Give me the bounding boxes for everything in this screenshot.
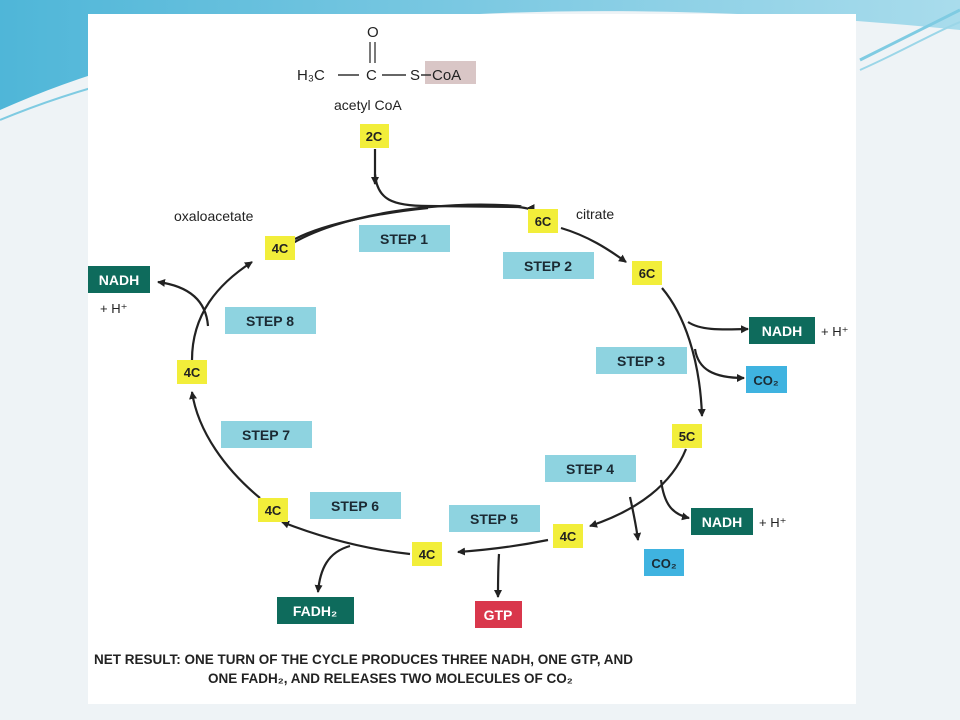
co2-box-step3: [746, 366, 787, 393]
step-8-label: STEP 8: [246, 313, 294, 329]
co2-label-step4: CO₂: [651, 556, 677, 571]
ketoglutarate-5c-label: 5C: [679, 429, 696, 444]
step-7-label: STEP 7: [242, 427, 290, 443]
isocitrate-6c-label: 6C: [639, 266, 656, 281]
ketoglutarate-5c-box: [672, 424, 702, 448]
swoosh-line: [859, 21, 960, 71]
sulfur-atom: S: [410, 67, 420, 84]
malate-4c-box: [177, 360, 207, 384]
succinyl-4c-box: [553, 524, 583, 548]
net-result-line-1: NET RESULT: ONE TURN OF THE CYCLE PRODUC…: [94, 652, 634, 667]
fadh2-box: [277, 597, 354, 624]
step-6-box: [310, 492, 401, 519]
step-5-label: STEP 5: [470, 511, 518, 527]
step-1-box: [359, 225, 450, 252]
citrate-6c-box: [528, 209, 558, 233]
nadh-label-step3: NADH: [762, 323, 802, 339]
succinate-4c-label: 4C: [419, 547, 436, 562]
fadh2-label: FADH₂: [293, 603, 337, 619]
step-2-label: STEP 2: [524, 258, 572, 274]
malate-4c-label: 4C: [184, 365, 201, 380]
nadh-box-step8: [88, 266, 150, 293]
hplus-label-step3: + H⁺: [821, 324, 848, 339]
nadh-label-step4: NADH: [702, 514, 742, 530]
step-7-box: [221, 421, 312, 448]
step-3-label: STEP 3: [617, 353, 665, 369]
step-4-label: STEP 4: [566, 461, 614, 477]
step-2-box: [503, 252, 594, 279]
oxaloacetate-label: oxaloacetate: [174, 208, 254, 224]
coa-highlight: [425, 61, 476, 84]
co2-label-step3: CO₂: [753, 373, 779, 388]
succinyl-4c-label: 4C: [560, 529, 577, 544]
acetyl-2c-label: 2C: [366, 129, 383, 144]
gtp-label: GTP: [484, 607, 513, 623]
acetyl-2c-box: [360, 124, 389, 148]
net-result-line-2: ONE FADH₂, AND RELEASES TWO MOLECULES OF…: [208, 671, 573, 686]
isocitrate-6c-box: [632, 261, 662, 285]
succinate-4c-box: [412, 542, 442, 566]
co2-box-step4: [644, 549, 684, 576]
cycle-arrows: [157, 149, 749, 598]
citrate-label: citrate: [576, 206, 614, 222]
step-1-label: STEP 1: [380, 231, 428, 247]
cycle-diagram: H₃C C O S CoA acetyl CoA: [88, 24, 848, 628]
step-3-box: [596, 347, 687, 374]
hplus-label-step8: + H⁺: [100, 301, 127, 316]
step-8-box: [225, 307, 316, 334]
step-5-box: [449, 505, 540, 532]
acetyl-coa-structure: H₃C C O S CoA acetyl CoA: [297, 24, 476, 113]
coa-group: CoA: [432, 67, 461, 84]
acetyl-coa-label: acetyl CoA: [334, 97, 402, 113]
step-4-box: [545, 455, 636, 482]
nadh-box-step4: [691, 508, 753, 535]
oxaloacetate-4c-box: [265, 236, 295, 260]
hplus-label-step4: + H⁺: [759, 515, 786, 530]
fumarate-4c-label: 4C: [265, 503, 282, 518]
h3c-group: H₃C: [297, 67, 325, 84]
carbon-boxes: 2C 6C 6C 5C 4C 4C 4C 4C 4C: [177, 124, 702, 566]
oxaloacetate-4c-label: 4C: [272, 241, 289, 256]
step-boxes: STEP 1 STEP 2 STEP 3 STEP 4 STEP 5 STEP …: [221, 225, 687, 532]
carbonyl-oxygen: O: [367, 24, 379, 41]
nadh-label-step8: NADH: [99, 272, 139, 288]
fumarate-4c-box: [258, 498, 288, 522]
carbonyl-carbon: C: [366, 67, 377, 84]
products: NADH + H⁺ NADH + H⁺ CO₂ NADH + H⁺ CO₂ GT…: [88, 266, 848, 628]
citric-acid-cycle-figure: H₃C C O S CoA acetyl CoA: [88, 14, 856, 704]
gtp-box: [475, 601, 522, 628]
step-6-label: STEP 6: [331, 498, 379, 514]
citrate-6c-label: 6C: [535, 214, 552, 229]
swoosh-line: [859, 8, 960, 62]
nadh-box-step3: [749, 317, 815, 344]
